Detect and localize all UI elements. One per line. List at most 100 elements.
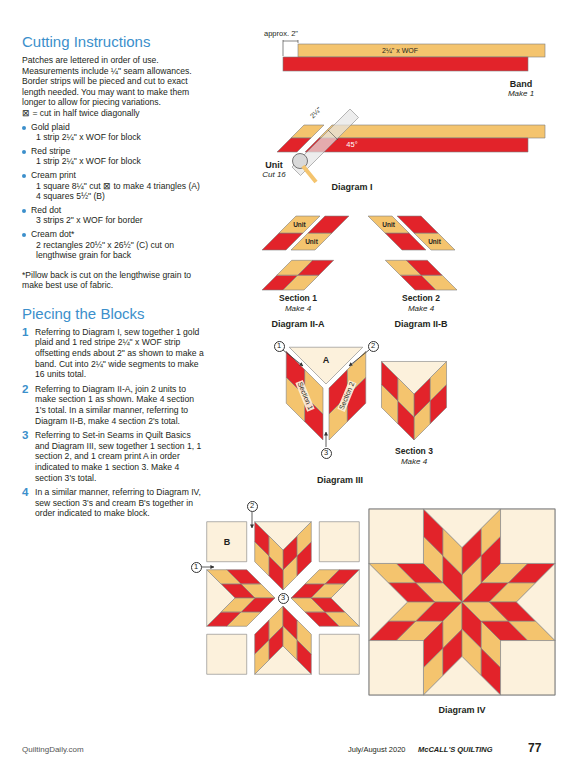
step-row: 4In a similar manner, referring to Diagr… [22,487,206,519]
unit-cell [308,216,349,233]
diagram-label: Section 1 [279,294,317,304]
leader-arrow [252,512,253,528]
dimension-line [283,41,298,42]
triangle-a [517,563,556,640]
callout-number: 1 [194,563,198,571]
fabric-name: Cream dot* [22,229,206,240]
body-text: *Pillow back is cut on the lengthwise gr… [22,270,206,291]
step-text: In a similar manner, referring to Diagra… [35,487,206,519]
unit-cell [414,233,455,250]
callout-number: 2 [250,502,254,510]
callout-circle: 2 [247,501,258,512]
triangle-a [369,563,408,640]
diagram-caption: Diagram II-A [271,319,324,329]
diagram-label: Make 4 [408,304,434,313]
fabric-name: Cream print [22,170,206,181]
bullet-dot [22,233,26,237]
triangle-a [255,522,312,550]
step-row: 3Referring to Set-in Seams in Quilt Basi… [22,430,206,483]
cutting-line: 1 strip 2¼" x WOF for block [22,132,206,143]
triangle-a [255,646,312,674]
section-heading: Cutting Instructions [22,33,206,51]
callout-number: 3 [281,594,285,602]
red-strip [305,138,528,152]
diagram-label: A [323,355,330,365]
step-number: 3 [22,430,35,483]
diagram-label: Make 4 [285,304,311,313]
callout-circle: 3 [278,593,289,604]
ruler [292,109,359,176]
bullet-dot [22,126,26,130]
diagram-label: Unit [382,221,395,228]
triangle-a [289,347,363,384]
diagram-2 [262,216,457,290]
leader-arrow [202,567,214,568]
leader-arrow [349,350,369,366]
diagram-label: Make 1 [508,89,534,98]
square-b [207,634,247,674]
red-strip [283,57,528,71]
dimension-tick [283,40,284,56]
unit-cell [291,233,332,250]
triangle-a [381,361,446,394]
cutting-line: 3 strips 2" x WOF for border [22,215,206,226]
fabric-name: Red dot [22,205,206,216]
cut-angle-mark [328,130,338,140]
square-b [369,509,424,564]
diagram-label: Unit [305,238,318,245]
diagram-label: Unit [293,221,306,228]
step-number: 1 [22,327,35,380]
gold-strip [298,44,545,57]
callout-number: 1 [277,342,281,350]
step-number: 2 [22,384,35,426]
square-b [501,641,555,696]
step-text: Referring to Diagram II-A, join 2 units … [35,384,206,426]
callout-circle: 1 [191,562,202,573]
diagram-4 [202,509,555,695]
diagram-caption: Diagram III [317,475,363,485]
footer-text: McCALL'S QUILTING [418,746,493,755]
gold-strip [319,125,545,138]
section-cell [421,275,457,290]
diagram-label: Section 2 [402,294,440,304]
diagram-label: Band [510,79,533,89]
section-cell [298,260,334,275]
step-text: Referring to Set-in Seams in Quilt Basic… [35,430,206,483]
block-outline [369,509,555,695]
square-b [207,522,247,562]
diagram-1 [277,40,545,182]
bullet-dot [22,150,26,154]
diagram-label: 2¼" x WOF [382,46,418,54]
diagram-label: Make 4 [401,457,427,466]
section-cell [283,275,319,290]
cutting-line: 1 square 8¼" cut ⊠ to make 4 triangles (… [22,181,206,192]
diagram-label: 45° [346,141,357,150]
diagram-label: Section 2 [338,380,357,412]
diagram-label: Unit [265,160,283,170]
fabric-name: Red stripe [22,146,206,157]
footer-text: July/August 2020 [348,746,406,755]
diagram-label: Cut 16 [262,170,286,179]
unit-piece [277,138,311,152]
cutter-handle [303,166,316,182]
leader-arrow [283,350,303,366]
unit-piece [291,125,324,138]
diagram-label: Unit [428,238,441,245]
dimension-tick [298,40,299,43]
cutting-line: 2 rectangles 20½" x 26½" (C) cut on leng… [22,240,206,261]
body-text: ⊠ = cut in half twice diagonally [22,108,206,119]
step-text: Referring to Diagram I, sew together 1 g… [35,327,206,380]
diagram-caption: Diagram I [331,182,372,192]
diagram-label: Section 1 [295,380,314,412]
footer-text: 77 [528,742,541,756]
callout-circle: 1 [274,341,285,352]
diagram-label: B [224,537,231,547]
triangle-a [207,570,235,627]
triangle-a [423,657,500,696]
diagram-caption: Diagram IV [438,705,485,715]
triangle-a [423,509,500,548]
fabric-name: Gold plaid [22,122,206,133]
cutting-line: 1 strip 2¼" x WOF for block [22,156,206,167]
unit-cell [397,216,438,233]
section-heading: Piecing the Blocks [22,305,206,323]
